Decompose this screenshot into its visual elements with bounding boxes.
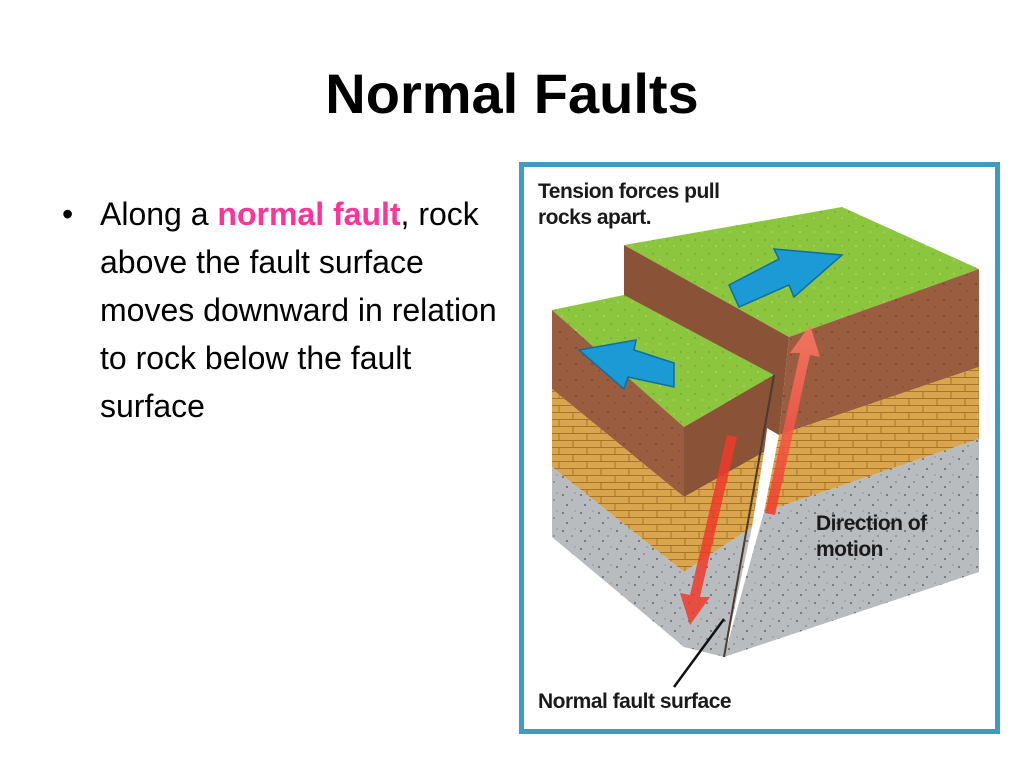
hangingwall-side-bedrock [684,527,752,657]
normal-fault-surface-label: Normal fault surface [538,690,732,713]
hangingwall-front-bedrock [552,467,684,647]
highlight-term: normal fault [217,196,401,232]
fault-surface-pointer [672,618,726,688]
blue-arrow-right [728,248,844,308]
fault-diagram: Tension forces pull rocks apart. Directi… [519,162,1000,734]
hangingwall-front-sandstone [552,389,684,572]
hangingwall-front-soil [552,310,684,497]
footwall-soil [779,269,979,435]
footwall-sandstone [764,367,979,512]
footwall-bedrock [724,439,979,657]
red-arrow-up [765,325,820,515]
tension-label: Tension forces pull rocks apart. [538,180,720,229]
red-arrow-down [680,435,737,625]
bullet-item: Along a normal fault, rock above the fau… [100,190,500,430]
bullet-text-end: , rock above the fault surface moves dow… [100,196,497,424]
fault-block-illustration [552,207,979,688]
blue-arrow-left [577,339,675,391]
slide-title: Normal Faults [325,62,699,125]
bullet-text-start: Along a [100,196,218,232]
fault-line [723,374,775,658]
direction-of-motion-label: Direction of motion [816,512,927,561]
bullet-marker: • [62,196,74,232]
